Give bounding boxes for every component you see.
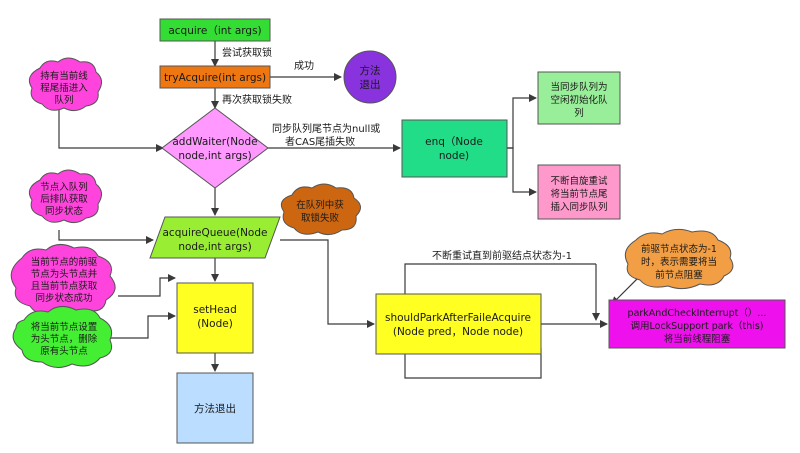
lock-holder-line3: 队列 [54,94,73,106]
edge-callout-enqueue [58,230,154,244]
method-exit-round-line2: 退出 [360,78,381,91]
should-park-line2: (Node pred，Node node) [393,326,523,338]
node-try-acquire: tryAcquire(int args) [159,65,271,89]
lock-holder-line1: 持有当前线 [40,70,88,82]
node-acquire: acquire（int args) [159,18,271,42]
callout-pred-head: 当前节点的前驱 节点为头节点并 且当前节点获取 同步状态成功 [10,244,116,316]
node-should-park: shouldParkAfterFaileAcquire (Node pred，N… [375,293,542,355]
method-exit-label: 方法退出 [194,402,236,415]
init-queue-line2: 空闲初始化队 [550,94,608,106]
edge-retry-loop-top [404,263,596,294]
callout-in-queue: 在队列中获 取锁失败 [280,183,361,236]
label-retry-fail: 再次获取锁失败 [222,93,292,106]
init-queue-line1: 当同步队列为 [550,81,607,93]
pred-head-line2: 节点为头节点并 [31,268,98,280]
node-add-waiter: addWaiter(Node node,int args) [161,107,269,189]
park-check-line2: 调用LockSupport park（this) [630,320,763,332]
spin-retry-line2: 将当前节点尾 [550,188,607,200]
pred-status-line2: 时，表示需要将当 [641,256,717,268]
node-init-queue: 当同步队列为 空闲初始化队 列 [537,71,621,125]
pred-status-line1: 前驱节点状态为-1 [641,243,717,255]
init-queue-line3: 列 [574,107,584,119]
set-head-line2: (Node) [197,318,233,330]
enqueue-spin-line2: 后排队获取 [40,193,88,205]
add-waiter-line2: node,int args) [178,150,251,162]
enq-line1: enq（Node [425,136,483,148]
acquire-queue-line2: node,int args) [178,241,251,253]
pred-head-line1: 当前节点的前驱 [31,256,98,268]
pred-head-line3: 且当前节点获取 [31,280,98,292]
label-success: 成功 [294,60,314,72]
edge-enq-init [507,94,537,149]
spin-retry-line3: 插入同步队列 [550,201,607,213]
node-enq: enq（Node node) [401,119,508,178]
label-tail-null-2: 者CAS尾插失败 [285,135,355,148]
edges [58,41,649,379]
park-check-line3: 将当前线程阻塞 [664,333,731,345]
set-head-line1: setHead [193,304,237,316]
node-method-exit: 方法退出 [176,372,254,444]
callout-pred-status: 前驱节点状态为-1 时，表示需要将当 前节点阻塞 [624,228,734,290]
add-waiter-line1: addWaiter(Node [172,136,257,148]
node-acquire-label: acquire（int args) [168,25,261,37]
label-tail-null-1: 同步队列尾节点为null或 [272,122,380,135]
enqueue-spin-line3: 同步状态 [45,205,84,217]
node-try-acquire-label: tryAcquire(int args) [164,72,266,84]
should-park-line1: shouldParkAfterFaileAcquire [385,312,531,324]
edge-callout-sethead [110,312,176,339]
lock-holder-line2: 程尾插进入 [40,82,88,94]
pred-head-line4: 同步状态成功 [35,292,92,304]
set-head-note-line2: 为头节点，删除 [31,333,98,345]
set-head-note-line3: 原有头节点 [40,345,88,357]
in-queue-line2: 取锁失败 [301,212,340,224]
park-check-line1: parkAndCheckInterrupt（）... [628,307,767,319]
enqueue-spin-line1: 节点入队列 [40,181,88,193]
set-head-note-line1: 将当前节点设置 [31,321,98,333]
node-method-exit-round: 方法 退出 [343,50,397,104]
in-queue-line1: 在队列中获 [296,199,344,211]
edge-retry-loop-bottom [404,348,542,379]
callout-lock-holder: 持有当前线 程尾插进入 队列 [28,57,102,112]
node-acquire-queue: acquireQueue(Node node,int args) [149,216,281,259]
node-set-head: setHead (Node) [176,282,254,354]
edge-enq-spin [507,147,537,196]
edge-acquirequeue-shouldpark [280,239,375,328]
edge-callout-predhead [118,274,176,297]
callout-enqueue-spin: 节点入队列 后排队获取 同步状态 [28,169,102,224]
enq-line2: node) [439,150,469,162]
node-park-check: parkAndCheckInterrupt（）... 调用LockSupport… [608,299,786,349]
acquire-queue-line1: acquireQueue(Node [163,227,268,239]
pred-status-line3: 前节点阻塞 [655,269,703,281]
label-retry-until: 不断重试直到前驱结点状态为-1 [432,249,572,262]
node-spin-retry: 不断自旋重试 将当前节点尾 插入同步队列 [537,164,621,220]
label-try-lock: 尝试获取锁 [222,46,272,59]
callout-set-head-note: 将当前节点设置 为头节点，删除 原有头节点 [12,306,113,368]
method-exit-round-line1: 方法 [360,64,381,77]
edge-callout-lockholder [58,108,164,152]
spin-retry-line1: 不断自旋重试 [550,175,608,187]
